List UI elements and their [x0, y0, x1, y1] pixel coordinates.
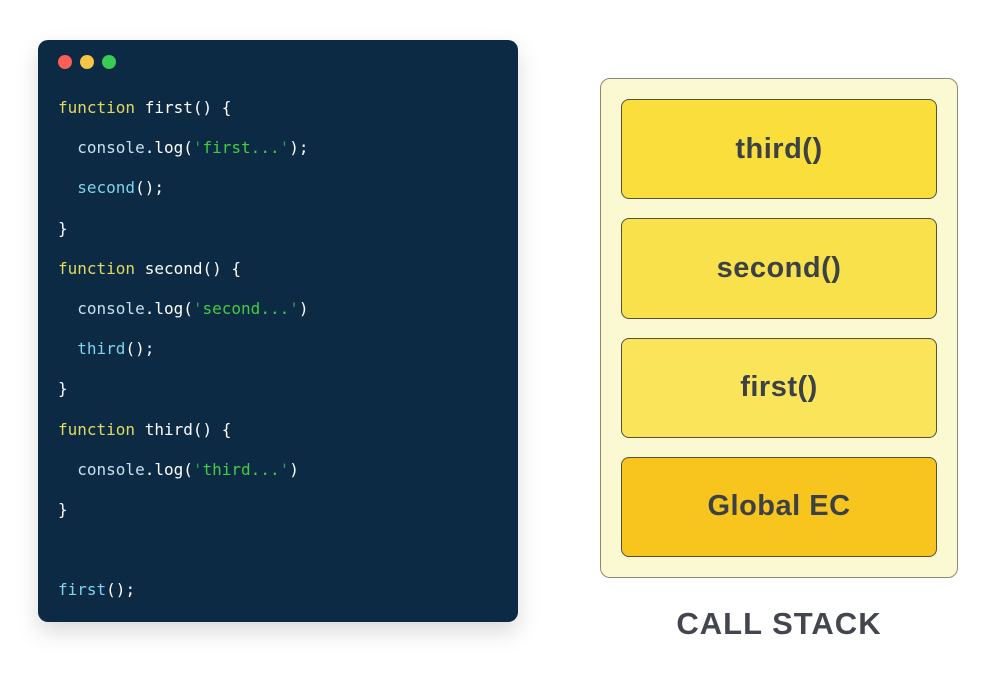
code-token-quote: '	[279, 459, 290, 479]
code-line: console.log('third...')	[58, 450, 498, 490]
code-line: console.log('first...');	[58, 128, 498, 168]
stack-frame-globalec: Global EC	[621, 456, 937, 557]
code-line: function first() {	[58, 88, 498, 128]
code-token-plain: ();	[135, 178, 164, 198]
code-token-plain: first() {	[135, 98, 232, 117]
code-token-plain: }	[58, 379, 68, 399]
code-token-keyword: function	[58, 258, 136, 278]
code-line: function third() {	[58, 410, 498, 450]
call-stack-container: third() second() first() Global EC	[600, 78, 958, 578]
code-token-string: third...	[202, 459, 280, 479]
close-button-icon[interactable]	[58, 55, 72, 69]
code-token-quote: '	[192, 138, 203, 158]
code-token-call: third	[77, 339, 126, 359]
code-line: console.log('second...')	[58, 289, 498, 329]
stack-frame-second: second()	[621, 218, 937, 319]
code-token-quote: '	[279, 138, 290, 158]
code-token-call: second	[77, 178, 136, 198]
window-controls	[58, 54, 498, 70]
code-line: }	[58, 209, 498, 249]
code-line: first();	[58, 570, 498, 610]
code-token-plain: }	[58, 499, 68, 519]
code-line: }	[58, 490, 498, 530]
stack-frame-first: first()	[621, 337, 937, 438]
minimize-button-icon[interactable]	[80, 55, 94, 69]
stack-frame-third: third()	[621, 99, 937, 200]
code-token-plain: )	[289, 459, 299, 479]
code-token-plain: )	[298, 298, 309, 318]
code-editor-window: function first() { console.log('first...…	[38, 40, 518, 622]
code-token-plain	[58, 178, 77, 197]
code-line: second();	[58, 168, 498, 208]
code-token-string: first...	[202, 138, 280, 158]
code-token-plain: second() {	[135, 258, 242, 278]
maximize-button-icon[interactable]	[102, 55, 116, 69]
code-token-plain: );	[289, 138, 309, 158]
code-line: }	[58, 369, 498, 409]
code-token-quote: '	[192, 298, 203, 318]
code-token-plain: ();	[125, 339, 155, 359]
code-token-string: second...	[202, 298, 290, 318]
code-token-plain: third() {	[135, 419, 232, 439]
code-token-plain: }	[58, 218, 68, 238]
code-token-keyword: function	[58, 98, 136, 117]
code-token-plain	[58, 138, 77, 157]
code-line	[58, 530, 498, 570]
code-token-plain: .log(	[144, 298, 193, 318]
code-token-plain: .log(	[144, 138, 193, 158]
code-area: function first() { console.log('first...…	[58, 88, 498, 610]
call-stack-caption: CALL STACK	[676, 606, 882, 641]
code-token-plain	[58, 299, 77, 318]
code-token-object: console	[77, 138, 145, 158]
code-token-call: first	[58, 580, 107, 600]
code-token-plain	[58, 460, 77, 479]
code-token-plain: .log(	[144, 459, 193, 479]
code-token-object: console	[77, 298, 145, 318]
code-token-plain	[58, 339, 77, 358]
code-token-quote: '	[289, 298, 299, 318]
code-token-plain: ();	[106, 580, 136, 600]
code-token-object: console	[77, 459, 145, 479]
code-line: function second() {	[58, 249, 498, 289]
code-token-keyword: function	[58, 419, 136, 439]
code-line: third();	[58, 329, 498, 369]
code-token-quote: '	[192, 459, 203, 479]
